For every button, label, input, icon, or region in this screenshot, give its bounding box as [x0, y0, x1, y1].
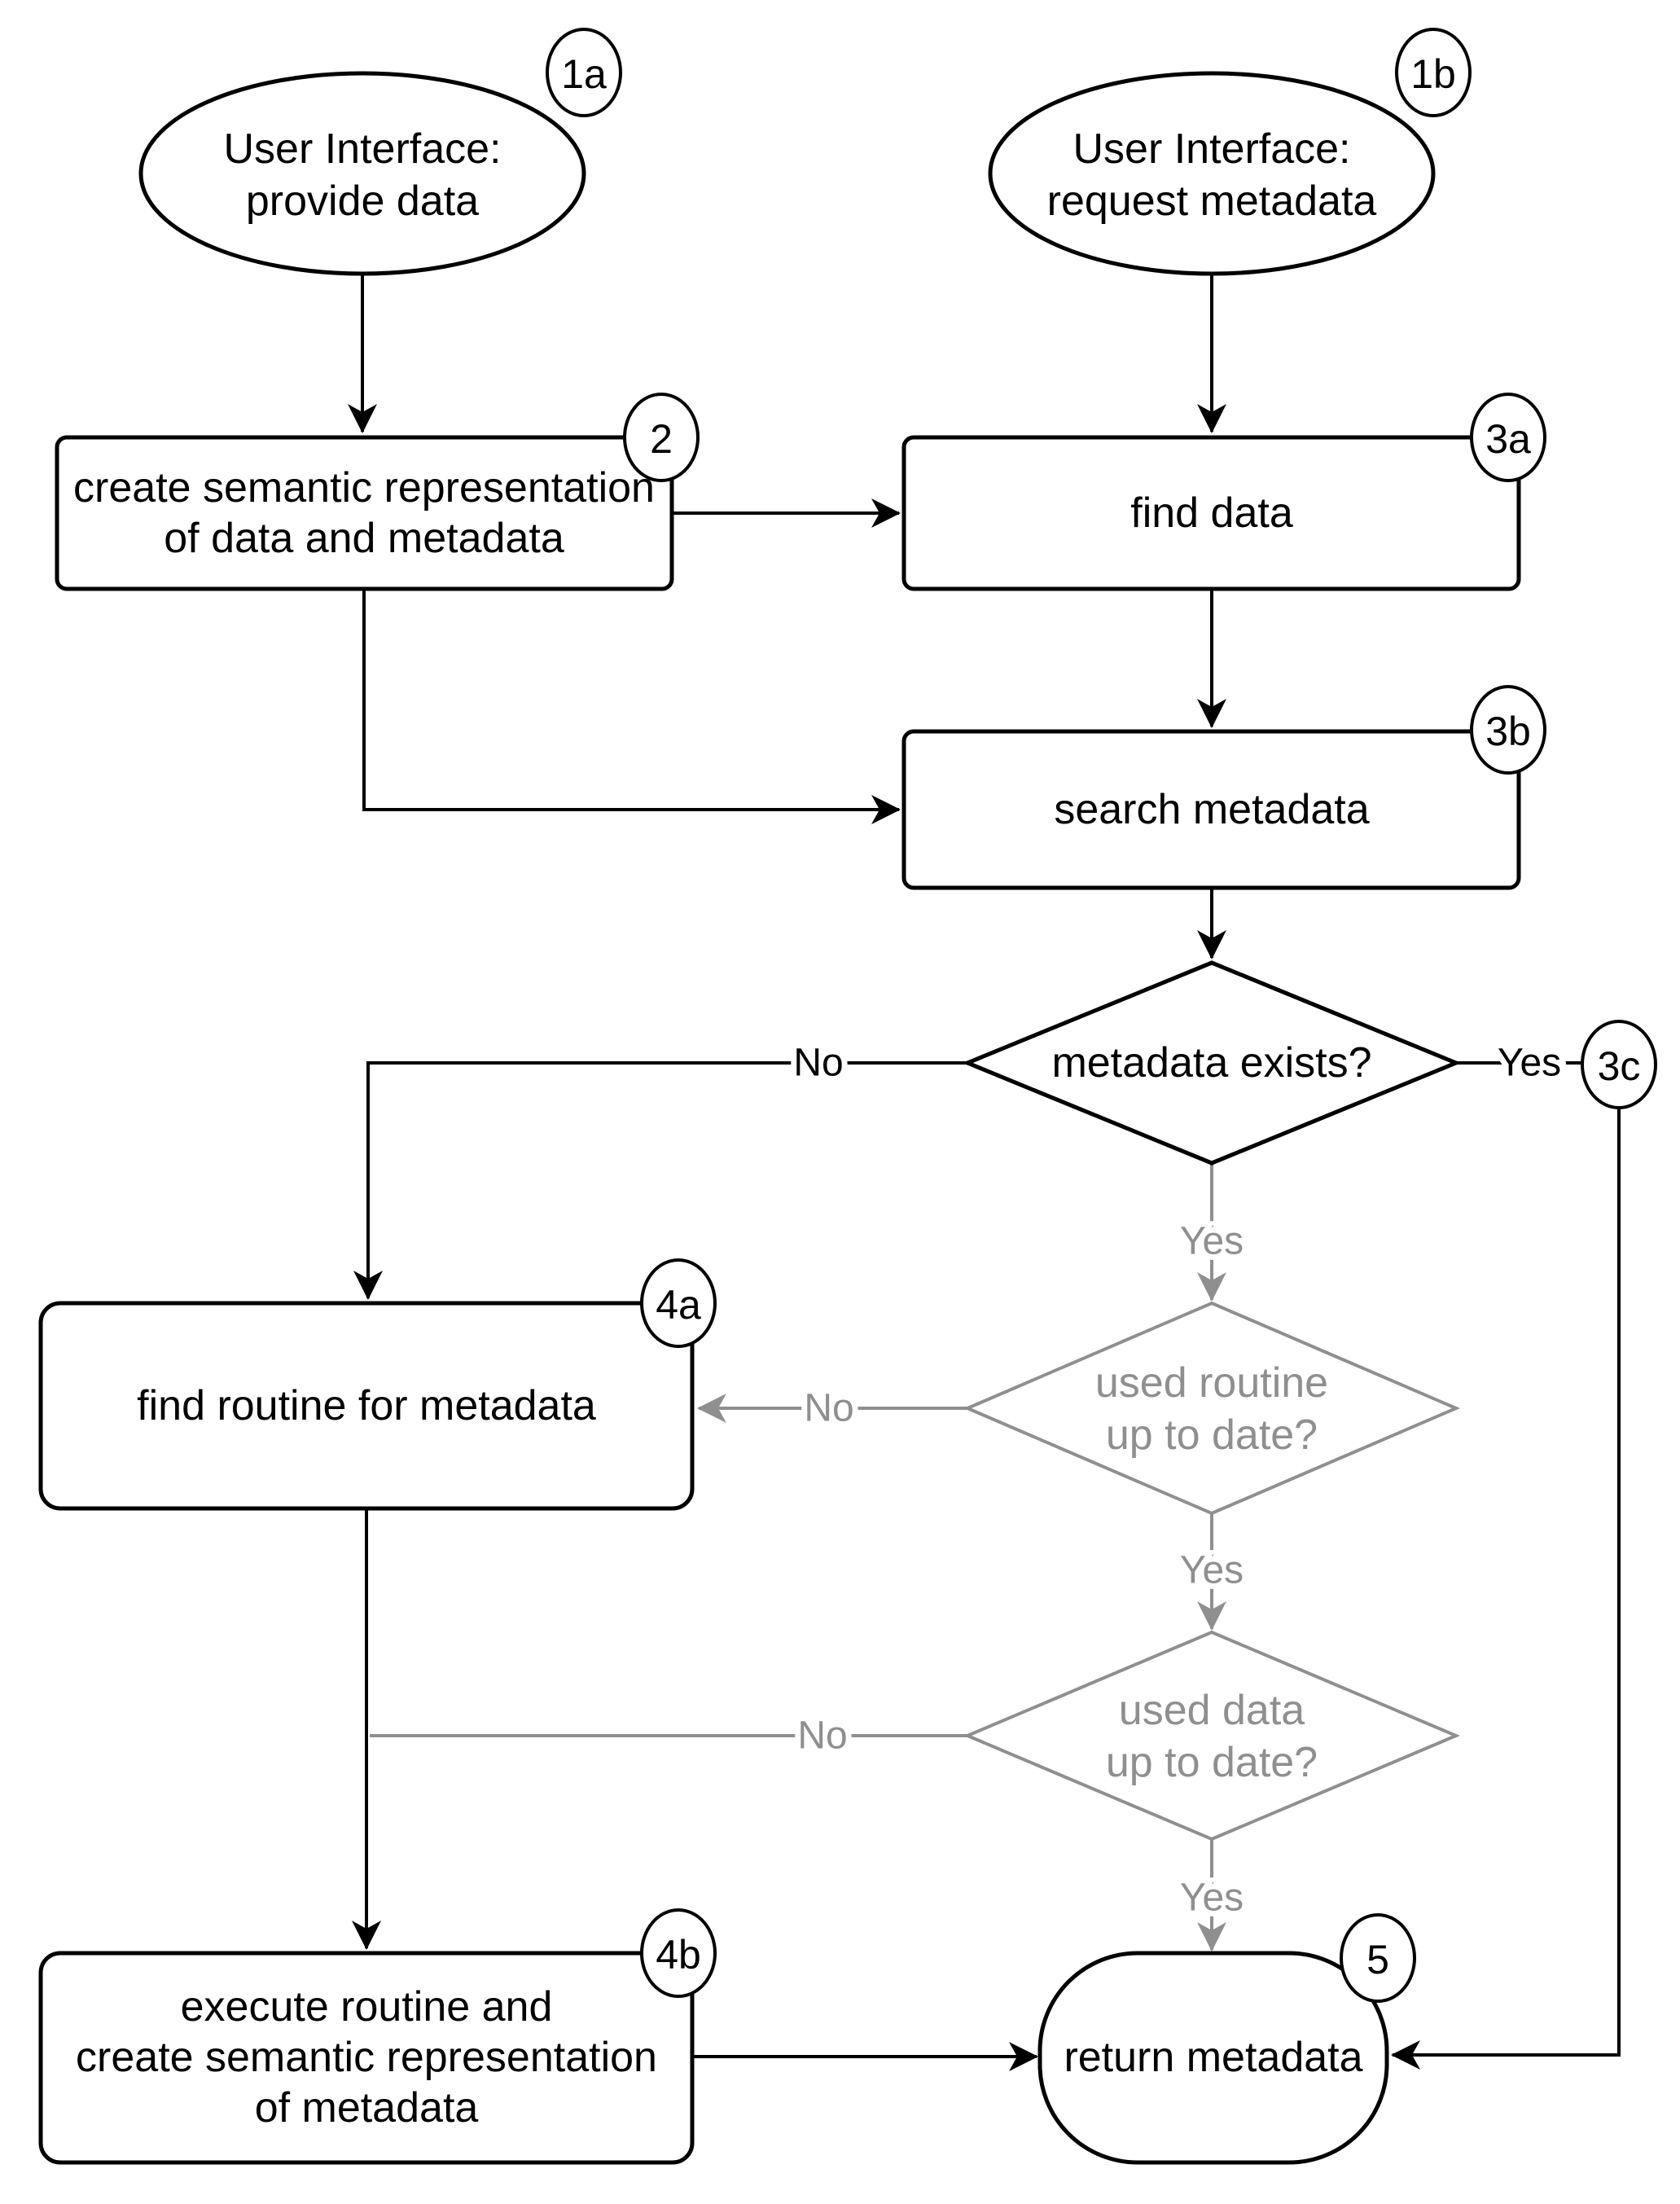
node-return-metadata-label: return metadata: [1064, 2034, 1362, 2081]
edge-exists-no-to-find-routine: [353, 1061, 967, 1300]
node-create-semantic-label-line2: of data and metadata: [164, 515, 564, 562]
edge-label-exists-yes: Yes: [1498, 1042, 1561, 1085]
node-execute-routine-label-line2: create semantic representation: [76, 2034, 657, 2081]
rect-search-metadata: [901, 729, 1521, 890]
node-find-data: find data 3a: [901, 393, 1546, 591]
node-execute-routine: execute routine and create semantic repr…: [38, 1908, 717, 2165]
node-ui-request-label-line2: request metadata: [1047, 178, 1377, 225]
rect-find-data: [901, 435, 1521, 591]
badge-3b-circle: [1470, 685, 1546, 775]
node-ui-provide-label-line1: User Interface:: [223, 125, 501, 173]
node-ui-request-label-line1: User Interface:: [1072, 125, 1350, 173]
edge-3c-to-return: [1391, 1109, 1621, 2070]
badge-3a-circle: [1470, 393, 1546, 482]
badge-2-circle: [623, 393, 700, 482]
rect-execute-routine: [38, 1951, 695, 2165]
node-ui-provide-data: User Interface: provide data 1a: [138, 28, 622, 276]
badge-4b-label: 4b: [656, 1932, 701, 1978]
diamond-metadata-exists: [962, 960, 1462, 1166]
edge-label-exists-yes-down: Yes: [1180, 1220, 1244, 1263]
node-find-routine: find routine for metadata 4a: [38, 1258, 717, 1511]
edge-label-used-data-no: No: [797, 1714, 847, 1758]
node-execute-routine-label-line1: execute routine and: [181, 1983, 553, 2031]
node-create-semantic: create semantic representation of data a…: [55, 393, 700, 591]
node-used-data: used data up to date?: [963, 1630, 1461, 1842]
node-return-metadata: return metadata 5: [1037, 1913, 1416, 2165]
edge-create-to-search: [362, 589, 901, 824]
node-find-routine-label: find routine for metadata: [137, 1382, 596, 1429]
node-search-metadata-label: search metadata: [1054, 786, 1369, 833]
edge-label-used-data-yes: Yes: [1180, 1877, 1244, 1920]
ellipse-ui-provide-data: [138, 71, 586, 276]
node-metadata-exists: metadata exists? 3c: [962, 960, 1657, 1166]
rect-create-semantic: [55, 435, 674, 591]
edge-label-used-routine-no: No: [804, 1387, 853, 1430]
rect-find-routine: [38, 1301, 695, 1511]
node-execute-routine-label-line3: of metadata: [255, 2084, 479, 2132]
node-used-routine-label-line1: used routine: [1095, 1359, 1328, 1407]
node-find-data-label: find data: [1130, 490, 1293, 537]
node-ui-provide-label-line2: provide data: [246, 178, 479, 225]
badge-4b-circle: [640, 1908, 717, 1998]
badge-5-label: 5: [1366, 1937, 1389, 1982]
badge-4a-circle: [640, 1258, 717, 1348]
badge-3a-label: 3a: [1485, 416, 1531, 462]
node-used-data-label-line1: used data: [1119, 1687, 1305, 1734]
badge-3b-label: 3b: [1485, 709, 1531, 754]
node-create-semantic-label-line1: create semantic representation: [73, 464, 655, 511]
badge-3c-circle: [1581, 1020, 1657, 1109]
node-search-metadata: search metadata 3b: [901, 685, 1546, 890]
edge-label-used-routine-yes: Yes: [1180, 1549, 1244, 1592]
badge-1b-label: 1b: [1410, 51, 1456, 97]
badge-5-circle: [1340, 1913, 1416, 2003]
node-used-routine-label-line2: up to date?: [1106, 1412, 1318, 1459]
node-used-routine: used routine up to date?: [963, 1301, 1461, 1516]
edge-label-exists-no: No: [793, 1042, 843, 1085]
badge-4a-label: 4a: [656, 1282, 701, 1328]
ellipse-ui-request-metadata: [988, 71, 1436, 276]
badge-3c-label: 3c: [1598, 1043, 1641, 1089]
badge-1a-circle: [546, 28, 622, 117]
node-used-data-label-line2: up to date?: [1106, 1739, 1318, 1786]
node-metadata-exists-label: metadata exists?: [1051, 1039, 1371, 1087]
badge-2-label: 2: [650, 416, 673, 462]
node-ui-request-metadata: User Interface: request metadata 1b: [988, 28, 1472, 276]
diamond-used-routine: [963, 1301, 1461, 1516]
badge-1b-circle: [1395, 28, 1472, 117]
badge-1a-label: 1a: [561, 51, 607, 97]
stadium-return-metadata: [1037, 1951, 1389, 2165]
diamond-used-data: [963, 1630, 1461, 1842]
